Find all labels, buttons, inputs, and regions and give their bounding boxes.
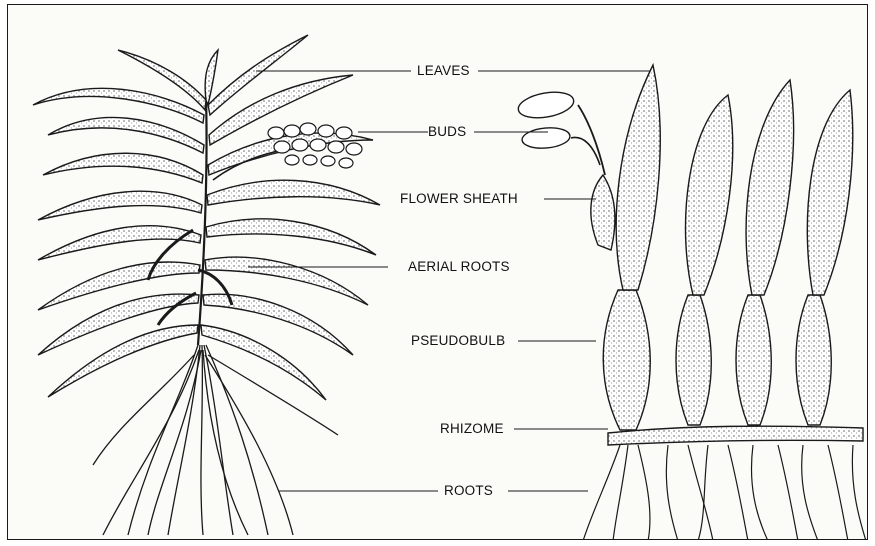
rhizome-shape bbox=[608, 426, 863, 445]
label-rhizome: RHIZOME bbox=[440, 421, 504, 437]
label-flower-sheath: FLOWER SHEATH bbox=[400, 191, 518, 207]
sympodial-plant bbox=[516, 65, 866, 540]
right-leaves bbox=[201, 35, 380, 400]
diagram-frame: LEAVES BUDS FLOWER SHEATH AERIAL ROOTS P… bbox=[7, 4, 868, 540]
label-pseudobulb: PSEUDOBULB bbox=[411, 333, 505, 349]
aerial-roots bbox=[148, 230, 232, 325]
pseudobulbs bbox=[603, 290, 831, 430]
left-leaves bbox=[33, 88, 204, 397]
label-leaves: LEAVES bbox=[417, 63, 470, 79]
label-roots: ROOTS bbox=[444, 483, 493, 499]
right-roots bbox=[583, 445, 866, 540]
pseudobulb-leaves bbox=[616, 65, 852, 295]
label-aerial-roots: AERIAL ROOTS bbox=[408, 259, 510, 275]
flower-sheath-shape bbox=[591, 175, 615, 250]
label-buds: BUDS bbox=[428, 124, 466, 140]
